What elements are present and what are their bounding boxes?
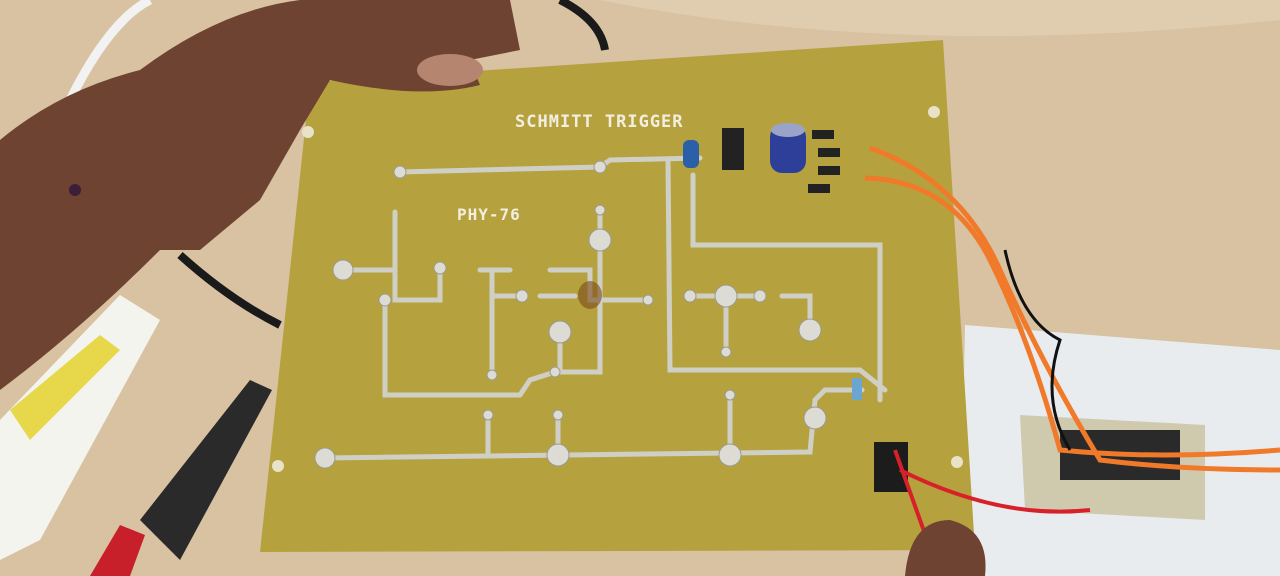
mounting-holes [272,106,963,472]
pliers-handle [90,525,145,576]
pliers [140,380,272,560]
white-cable [65,0,153,103]
ink-mark [69,184,81,196]
diodes [808,130,840,193]
solder-pads [314,160,827,469]
notebook [0,295,160,560]
components [683,123,908,492]
wood-grain [600,0,1280,36]
orange-wire [869,145,1280,473]
thumbnail [417,54,483,86]
right-finger [905,520,986,576]
left-hand [0,0,520,390]
small-capacitor [683,140,699,168]
black-wire [1003,249,1072,451]
resistor [852,378,862,400]
electrolytic-capacitor [770,125,806,173]
board-code: PHY-76 [457,205,521,224]
voltage-regulator [722,128,744,170]
flux-residue [578,281,602,309]
black-cable [558,0,609,51]
orange-wire-2 [864,175,1280,458]
notebook-yellow-strip [10,335,120,440]
board-title: SCHMITT TRIGGER [515,112,684,132]
black-cable-lower [177,252,282,329]
